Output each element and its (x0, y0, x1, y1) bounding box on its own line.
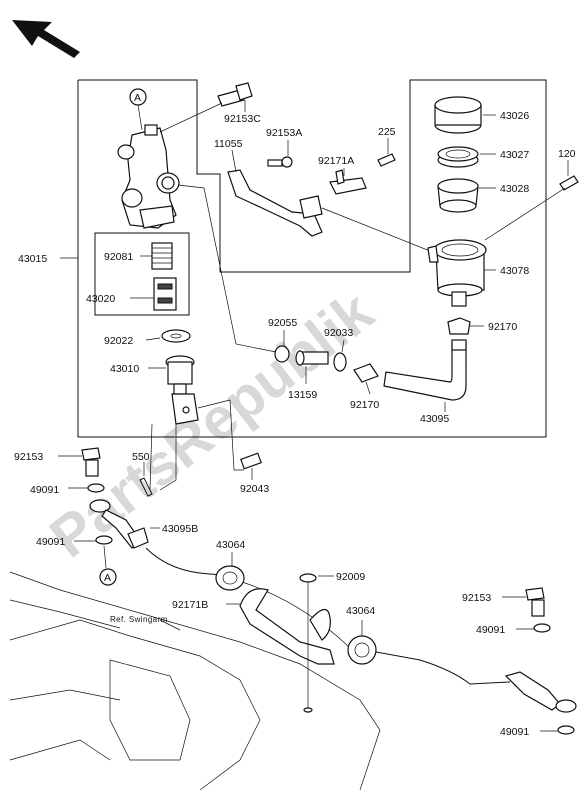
diaphragm (437, 178, 479, 213)
circlip-92033 (333, 352, 347, 372)
callout-label-p43010: 43010 (110, 363, 139, 375)
brake-hose (145, 547, 511, 685)
grommet-left (215, 565, 245, 591)
callout-label-p92170b: 92170 (350, 399, 379, 411)
washer-49091-c (533, 623, 551, 633)
callout-label-p13159: 13159 (288, 389, 317, 401)
callout-label-p43026: 43026 (500, 110, 529, 122)
callout-label-p92171a: 92171A (318, 155, 354, 167)
grommet-right (347, 635, 377, 665)
reservoir-cap (434, 96, 482, 134)
assembly-frame (77, 79, 547, 438)
bolt-92153a (267, 156, 293, 168)
watermark-text: PartsRepublik (38, 278, 386, 570)
piston (153, 277, 177, 311)
callout-label-p49091c: 49091 (476, 624, 505, 636)
clip-92171a (329, 169, 367, 195)
bolt-120 (484, 175, 579, 241)
washer-92022 (161, 329, 191, 343)
hose-clamp-bracket (239, 588, 335, 665)
push-rod (165, 355, 199, 425)
callout-label-p92081: 92081 (104, 251, 133, 263)
callout-label-p43015: 43015 (18, 253, 47, 265)
marker-a-top: A (129, 88, 147, 131)
callout-label-p225: 225 (378, 126, 396, 138)
screw-92009 (299, 573, 317, 713)
callout-label-p92009: 92009 (336, 571, 365, 583)
callout-label-p49091a: 49091 (30, 484, 59, 496)
callout-label-p92055: 92055 (268, 317, 297, 329)
callout-label-p92171b: 92171B (172, 599, 208, 611)
master-cylinder-body (117, 124, 180, 229)
clevis-pin (240, 452, 262, 470)
callout-label-p43028: 43028 (500, 183, 529, 195)
washer-49091-b (95, 535, 113, 545)
diaphragm-plate (437, 146, 479, 168)
callout-label-p11055: 11055 (214, 138, 243, 150)
callout-label-p92170a: 92170 (488, 321, 517, 333)
callout-label-p49091d: 49091 (500, 726, 529, 738)
o-ring (274, 345, 290, 363)
reference-label: Ref. Swingarm (110, 615, 168, 624)
washer-49091-a (87, 483, 105, 493)
marker-a-bottom: A (99, 545, 117, 586)
hose-fitting (295, 350, 329, 366)
callout-label-p43078: 43078 (500, 265, 529, 277)
reservoir-bracket (227, 169, 323, 237)
hose-clamp-upper (447, 317, 471, 335)
banjo-bolt-left (81, 447, 101, 477)
callout-label-p92153c: 92153C (224, 113, 261, 125)
callout-label-p120: 120 (558, 148, 576, 160)
callout-label-p49091b: 49091 (36, 536, 65, 548)
piston-kit-frame (94, 232, 190, 316)
callout-label-p43064a: 43064 (216, 539, 245, 551)
callout-label-p43095: 43095 (420, 413, 449, 425)
callout-label-p550: 550 (132, 451, 150, 463)
front-arrow-icon (12, 20, 80, 58)
washer-49091-d (557, 725, 575, 735)
screw-225 (377, 153, 396, 167)
callout-label-p92153b: 92153 (462, 592, 491, 604)
bolt-92153c (159, 82, 253, 133)
marker-letter: A (104, 572, 111, 584)
marker-letter: A (134, 92, 141, 104)
reservoir-hose (383, 339, 467, 401)
callout-label-p92153a: 92153A (266, 127, 302, 139)
callout-label-p43095b: 43095B (162, 523, 198, 535)
callout-label-p43027: 43027 (500, 149, 529, 161)
cotter-pin (139, 477, 153, 497)
brake-hose-end (89, 499, 149, 549)
callout-label-p43064b: 43064 (346, 605, 375, 617)
caliper-hose-end (504, 671, 577, 713)
hose-clamp-lower (353, 363, 379, 383)
banjo-bolt-right (525, 587, 545, 617)
callout-label-p92022: 92022 (104, 335, 133, 347)
fluid-reservoir (427, 239, 487, 307)
callout-label-p43020: 43020 (86, 293, 115, 305)
callout-label-p92033: 92033 (324, 327, 353, 339)
swingarm-reference (9, 571, 381, 791)
spring (151, 242, 173, 270)
callout-label-p92043: 92043 (240, 483, 269, 495)
callout-label-p92153a: 92153 (14, 451, 43, 463)
